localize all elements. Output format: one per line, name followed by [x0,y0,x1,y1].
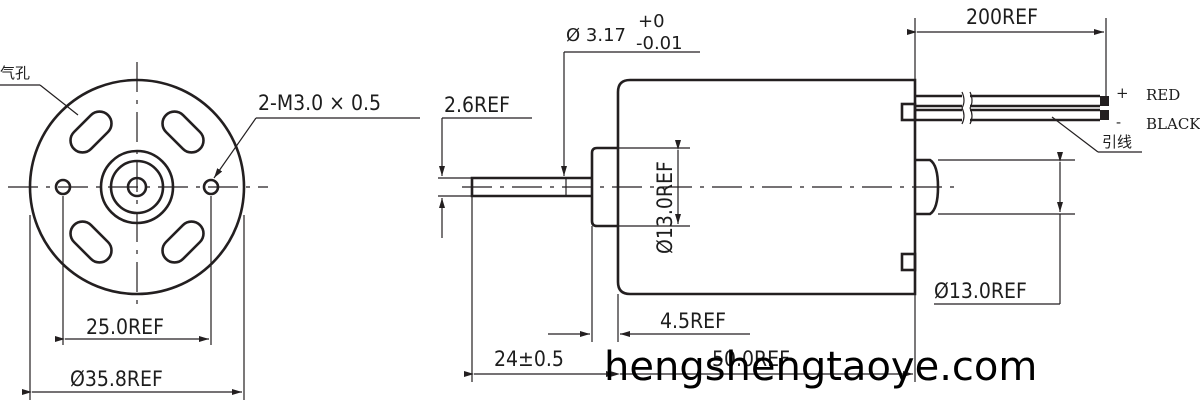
motor-can-outline [616,78,917,296]
hub-inner-ring [109,159,165,215]
shaft-flat-label: 2.6REF [444,93,510,117]
lead-leader-line [1051,116,1099,153]
shaft-length-label: 24±0.5 [494,347,564,371]
mount-hole-label: 2-M3.0 × 0.5 [258,91,381,115]
body-diameter-label: Ø35.8REF [70,367,163,391]
vent-slot [161,220,205,264]
wire-break-mark [961,107,965,125]
vent-slot [161,110,205,154]
shaft-end [126,176,148,198]
vent-label: 气孔 [0,64,30,82]
hub-outer-ring [99,149,175,225]
wire-break-mark [961,91,965,109]
lead-label: 引线 [1102,133,1132,151]
hole-spacing-label: 25.0REF [86,315,164,339]
vent-slot [69,220,113,264]
side-view: + RED - BLACK 引线 Ø 3.17 +0 -0.01 2.6REF … [438,5,1200,382]
shaft-tolerance-upper: +0 [638,11,665,32]
lead-plus-sign: + [1116,84,1129,102]
front-view: 气孔 2-M3.0 × 0.5 25.0REF Ø35.8REF [0,62,420,400]
vent-slot [69,110,113,154]
terminal-top [900,102,917,122]
shaft-diameter-label: Ø 3.17 [566,25,626,46]
mount-hole-left [54,178,72,196]
boss-length-label: 4.5REF [660,309,726,333]
mount-hole-leader-line [213,117,257,179]
lead-red-label: RED [1146,86,1180,104]
body-length-label: 50.0REF [712,347,790,371]
rear-diameter-label: Ø13.0REF [934,279,1027,303]
wire-end-black [1100,110,1109,120]
lead-black-label: BLACK [1146,115,1200,133]
lead-length-label: 200REF [966,5,1038,29]
terminal-bottom [900,252,917,272]
mount-hole-right [202,178,220,196]
wire-end-red [1100,96,1109,106]
watermark-text: hengshengtaoye.com [604,344,1037,390]
vent-leader-line [39,84,79,116]
shaft-tolerance-lower: -0.01 [636,33,683,54]
boss-diameter-label: Ø13.0REF [653,161,677,254]
lead-minus-sign: - [1116,113,1121,131]
